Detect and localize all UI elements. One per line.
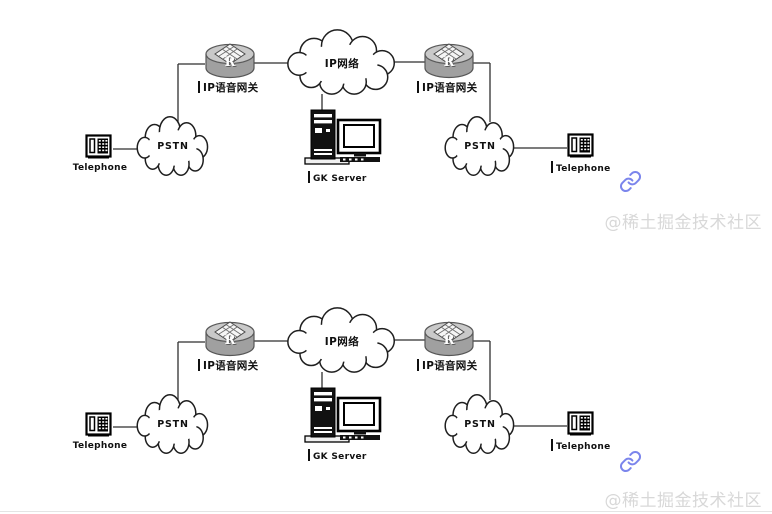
label-tick bbox=[551, 439, 553, 451]
ip-network-label: IP网络 bbox=[324, 336, 360, 348]
pstn-cloud-left bbox=[136, 393, 210, 455]
connector-lines bbox=[113, 339, 567, 428]
voip-topology-diagram-1: Telephone PSTN R IP语音网关 bbox=[0, 0, 772, 250]
router-letter: R bbox=[443, 55, 455, 70]
label-tick bbox=[308, 171, 310, 183]
router-icon-right bbox=[424, 321, 474, 357]
label-tick bbox=[551, 161, 553, 173]
gk-server-label: GK Server bbox=[308, 449, 367, 462]
gateway-left-label: IP语音网关 bbox=[198, 80, 258, 95]
ip-network-label: IP网络 bbox=[324, 58, 360, 70]
telephone-icon bbox=[85, 412, 112, 437]
gk-server-icon bbox=[304, 387, 382, 443]
pstn-cloud-right bbox=[444, 115, 516, 177]
router-letter: R bbox=[224, 55, 236, 70]
connector-lines bbox=[113, 61, 567, 150]
gk-server-icon bbox=[304, 109, 382, 165]
pstn-left-label: PSTN bbox=[157, 419, 189, 430]
link-icon[interactable] bbox=[619, 170, 642, 193]
telephone-right-label: Telephone bbox=[551, 161, 610, 174]
router-letter: R bbox=[224, 333, 236, 348]
watermark: @稀土掘金技术社区 bbox=[604, 213, 762, 233]
label-tick bbox=[198, 81, 200, 93]
watermark: @稀土掘金技术社区 bbox=[604, 491, 762, 511]
pstn-right-label: PSTN bbox=[464, 141, 496, 152]
telephone-icon bbox=[567, 411, 594, 436]
telephone-left-label: Telephone bbox=[72, 163, 128, 173]
label-tick bbox=[417, 359, 419, 371]
gk-server-label: GK Server bbox=[308, 171, 367, 184]
router-icon-left bbox=[205, 321, 255, 357]
gateway-right-label: IP语音网关 bbox=[417, 358, 477, 373]
label-tick bbox=[198, 359, 200, 371]
telephone-right-label: Telephone bbox=[551, 439, 610, 452]
label-tick bbox=[417, 81, 419, 93]
router-icon-left bbox=[205, 43, 255, 79]
gateway-right-label: IP语音网关 bbox=[417, 80, 477, 95]
ip-network-cloud bbox=[286, 306, 398, 374]
telephone-icon bbox=[85, 134, 112, 159]
telephone-left-label: Telephone bbox=[72, 441, 128, 451]
router-letter: R bbox=[443, 333, 455, 348]
bottom-divider bbox=[0, 511, 772, 512]
pstn-cloud-right bbox=[444, 393, 516, 455]
telephone-icon bbox=[567, 133, 594, 158]
pstn-left-label: PSTN bbox=[157, 141, 189, 152]
gateway-left-label: IP语音网关 bbox=[198, 358, 258, 373]
label-tick bbox=[308, 449, 310, 461]
router-icon-right bbox=[424, 43, 474, 79]
ip-network-cloud bbox=[286, 28, 398, 96]
voip-topology-diagram-2: Telephone PSTN R IP语音网关 IP网 bbox=[0, 278, 772, 514]
pstn-cloud-left bbox=[136, 115, 210, 177]
pstn-right-label: PSTN bbox=[464, 419, 496, 430]
link-icon[interactable] bbox=[619, 450, 642, 473]
